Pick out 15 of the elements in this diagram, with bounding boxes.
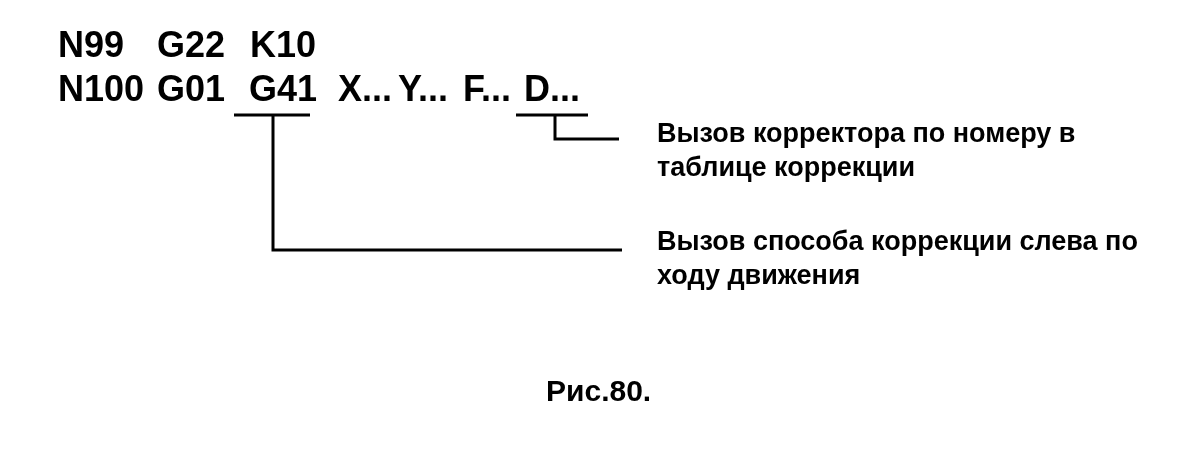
code-word: N99: [58, 24, 125, 66]
callout-text: Вызов способа коррекции слева по ходу движения: [657, 224, 1167, 292]
code-word: G41: [249, 68, 318, 110]
code-word: F...: [463, 68, 511, 110]
code-word: X...: [338, 68, 393, 110]
code-word: K10: [250, 24, 317, 66]
figure-caption: Рис.80.: [546, 374, 652, 409]
leader-line: [232, 113, 624, 252]
code-word: G22: [157, 24, 226, 66]
code-word: Y...: [398, 68, 449, 110]
code-word: D...: [524, 68, 580, 110]
callout-text: Вызов корректора по номеру в таблице коррекции: [657, 116, 1127, 184]
code-word: G01: [157, 68, 226, 110]
code-word: N100: [58, 68, 145, 110]
leader-line: [514, 113, 621, 141]
